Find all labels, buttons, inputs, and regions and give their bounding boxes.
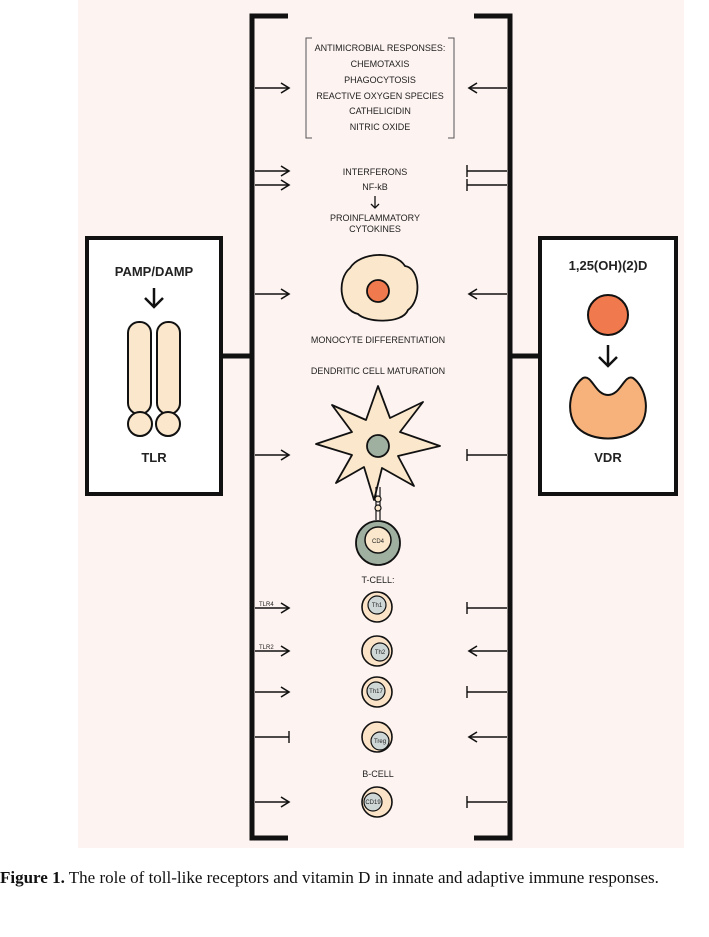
vdr-effects <box>466 82 507 808</box>
down-arrow-icon <box>370 196 380 209</box>
cd4-label: CD4 <box>372 539 385 545</box>
th2-label: Th2 <box>375 650 386 656</box>
dendritic-maturation-label: DENDRITIC CELL MATURATION <box>311 366 445 376</box>
pamp-damp-label: PAMP/DAMP <box>115 264 194 279</box>
th17-label: Th17 <box>369 689 383 695</box>
tlr2-label: TLR2 <box>259 645 274 651</box>
down-arrow-icon <box>144 288 164 309</box>
treg-cell: Treg <box>361 721 393 753</box>
figure-caption-text: The role of toll-like receptors and vita… <box>64 868 659 887</box>
th1-label: Th1 <box>372 603 383 609</box>
cytokines-label: CYTOKINES <box>349 224 401 234</box>
proinflammatory-label: PROINFLAMMATORY <box>330 213 420 223</box>
vdr-receptor-icon <box>569 376 647 440</box>
th1-cell: Th1 <box>361 591 393 623</box>
th17-cell: Th17 <box>361 676 393 708</box>
tcell-label: T-CELL: <box>361 575 394 585</box>
vitamin-d-label: 1,25(OH)(2)D <box>569 258 648 273</box>
antimicrobial-line: NITRIC OXIDE <box>350 122 411 132</box>
vdr-box: 1,25(OH)(2)D VDR <box>538 236 678 496</box>
vdr-label: VDR <box>594 450 622 465</box>
figure-caption: Figure 1. The role of toll-like receptor… <box>0 868 709 888</box>
monocyte-nucleus-icon <box>366 279 390 303</box>
down-arrow-icon <box>598 345 618 368</box>
cd4-nucleus-icon <box>364 526 392 554</box>
left-bracket <box>249 13 288 841</box>
treg-label: Treg <box>374 739 386 745</box>
tlr-label: TLR <box>141 450 167 465</box>
cytokine-block: INTERFERONS NF-kB PROINFLAMMATORY CYTOKI… <box>330 167 420 234</box>
interferons-label: INTERFERONS <box>343 167 408 177</box>
vitamin-d-ligand-icon <box>587 294 629 336</box>
antimicrobial-line: CHEMOTAXIS <box>351 59 410 69</box>
tlr-effects <box>255 82 291 808</box>
cd19-label: CD19 <box>365 800 381 806</box>
antigen-presentation-link-icon <box>374 487 382 520</box>
figure-label: Figure 1. <box>0 868 65 887</box>
right-bracket <box>474 13 513 841</box>
antimicrobial-brackets <box>305 37 455 139</box>
monocyte-differentiation-label: MONOCYTE DIFFERENTIATION <box>311 335 445 345</box>
tlr4-label: TLR4 <box>259 602 274 608</box>
nfkb-label: NF-kB <box>362 182 388 192</box>
tlr-box: PAMP/DAMP TLR <box>85 236 223 496</box>
antimicrobial-line: ANTIMICROBIAL RESPONSES: <box>315 43 446 53</box>
th2-cell: Th2 <box>361 635 393 667</box>
antimicrobial-line: PHAGOCYTOSIS <box>344 75 416 85</box>
bcell-label: B-CELL <box>362 769 394 779</box>
tlr-receptor-icon <box>127 321 181 437</box>
antimicrobial-line: CATHELICIDIN <box>349 106 411 116</box>
antimicrobial-responses: ANTIMICROBIAL RESPONSES: CHEMOTAXIS PHAG… <box>315 43 446 132</box>
dendritic-nucleus-icon <box>366 434 390 458</box>
cd19-cell: CD19 <box>361 786 393 818</box>
antimicrobial-line: REACTIVE OXYGEN SPECIES <box>316 91 444 101</box>
